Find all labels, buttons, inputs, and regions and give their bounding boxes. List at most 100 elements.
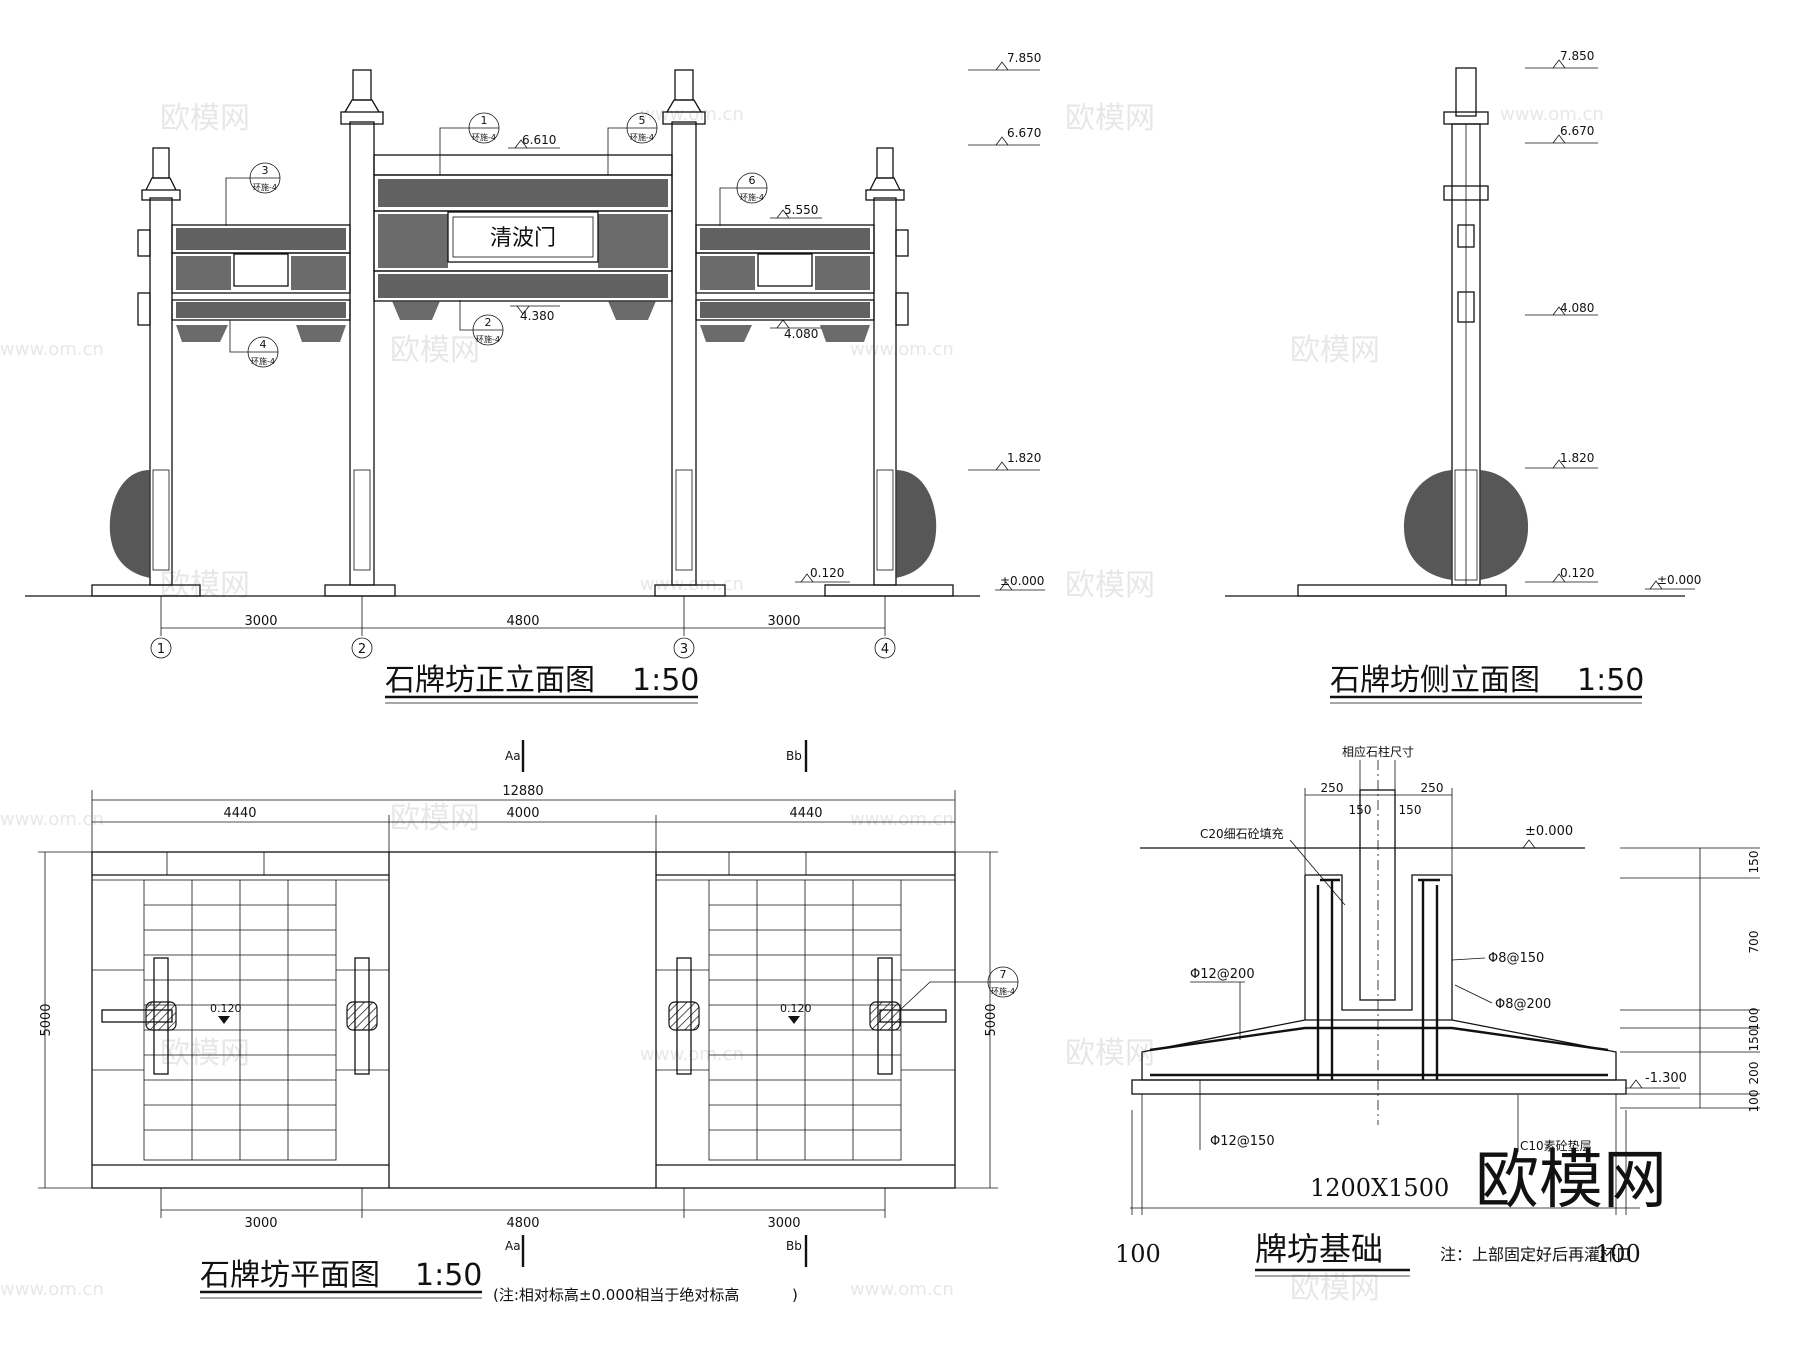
column-4	[865, 147, 909, 586]
svg-text:7.850: 7.850	[1007, 51, 1041, 65]
foundation-right-dims: 150 700 100 150 200 100	[1620, 847, 1761, 1113]
span-dimension: 3000	[244, 1216, 277, 1231]
svg-text:4: 4	[260, 338, 267, 351]
svg-text:200: 200	[1747, 1062, 1761, 1085]
foundation-title: 牌坊基础 注：上部固定好后再灌杯口	[1255, 1230, 1632, 1277]
detail-callout: 3环施-4	[225, 162, 281, 226]
plan-outline	[91, 851, 956, 1189]
drawing-scale: 1:50	[1577, 663, 1644, 698]
level-marker: 6.670	[968, 126, 1041, 146]
svg-text:7: 7	[1000, 968, 1007, 981]
watermark-url: www.om.cn	[850, 1279, 954, 1300]
stone-column	[1359, 789, 1396, 1001]
fill-label: C20细石砼填充	[1200, 826, 1284, 841]
segment-dimension: 4000	[506, 806, 539, 821]
svg-text:6.670: 6.670	[1007, 126, 1041, 140]
plinth	[324, 584, 396, 597]
drawing-title: 石牌坊平面图	[200, 1258, 380, 1293]
column-section	[346, 1001, 378, 1031]
svg-text:100: 100	[1747, 1008, 1761, 1031]
watermark-brand: 欧模网	[390, 801, 480, 836]
depth-dimension: 5000	[39, 1003, 54, 1036]
dim-top: 150	[1399, 803, 1422, 817]
svg-text:5: 5	[639, 114, 646, 127]
drum-stone	[1480, 470, 1529, 580]
watermark-brand: 欧模网	[1290, 333, 1380, 368]
segment-dimension: 4440	[789, 806, 822, 821]
watermark-url: www.om.cn	[1500, 104, 1604, 125]
front-elevation: 清波门	[25, 51, 1045, 704]
front-title: 石牌坊正立面图 1:50	[385, 663, 699, 704]
svg-text:150: 150	[1747, 1029, 1761, 1052]
section-mark: Bb	[786, 1239, 802, 1253]
front-callouts: 1环施-4 2 环施-4 3环施-4 4环施-4 5 环施-4 6 环施-4	[225, 112, 768, 368]
svg-text:2: 2	[485, 316, 492, 329]
level-marker: 4.380	[510, 305, 560, 323]
column-size-label: 相应石柱尺寸	[1342, 744, 1414, 759]
svg-text:环施-4: 环施-4	[476, 334, 500, 344]
level-marker: -1.300	[1625, 1071, 1687, 1089]
level-marker: 6.670	[1525, 124, 1598, 144]
svg-text:6.670: 6.670	[1560, 124, 1594, 138]
side-dim: 100	[1115, 1240, 1161, 1268]
overall-dimension: 12880	[502, 784, 543, 799]
svg-text:0.120: 0.120	[810, 566, 844, 580]
segment-dimension: 4440	[223, 806, 256, 821]
column-2	[340, 69, 384, 586]
svg-text:环施-4: 环施-4	[472, 132, 496, 142]
span-dimension: 3000	[244, 614, 277, 629]
cushion-layer	[1131, 1079, 1627, 1095]
svg-text:6: 6	[749, 174, 756, 187]
level-marker: 1.820	[968, 451, 1041, 471]
span-dimension: 4800	[506, 614, 539, 629]
plinth	[91, 584, 201, 597]
front-elevation-levels: 7.850 6.670 6.610 5.550 4.380 4.080 1.82…	[508, 51, 1045, 591]
plan-note: (注:相对标高±0.000相当于绝对标高	[493, 1286, 739, 1304]
slab-top-rebar	[1149, 1026, 1609, 1052]
level-marker: 0.120	[795, 566, 850, 583]
name-plaque	[447, 211, 599, 263]
column-section	[668, 1001, 700, 1031]
section-mark: Aa	[505, 1239, 521, 1253]
level-marker: 7.850	[968, 51, 1041, 71]
rebar-label: Φ12@150	[1210, 1134, 1275, 1149]
foundation-note: 注：上部固定好后再灌杯口	[1440, 1245, 1632, 1264]
cup-rebar	[1316, 878, 1440, 1080]
axis-bubble: 3	[673, 637, 695, 659]
level-marker: 0.120	[1525, 566, 1598, 583]
svg-text:±0.000: ±0.000	[1525, 824, 1573, 839]
level-marker: ±0.000	[995, 574, 1045, 591]
axis-bubble: 4	[874, 637, 896, 659]
svg-text:1.820: 1.820	[1560, 451, 1594, 465]
detail-callout: 2 环施-4	[459, 300, 504, 346]
plan-level: 0.120	[210, 1002, 242, 1015]
axis-bubble: 2	[351, 637, 373, 659]
detail-callout: 1环施-4	[439, 112, 500, 175]
foundation-section: 相应石柱尺寸 250 150 150 250 ±0.000 C20细石砼填充 Φ…	[1115, 744, 1761, 1277]
watermark-brand: 欧模网	[1065, 1036, 1155, 1071]
level-marker: 1.820	[1525, 451, 1598, 469]
paving-right	[656, 879, 955, 1161]
svg-text:±0.000: ±0.000	[1657, 573, 1701, 587]
watermark-brand: 欧模网	[390, 333, 480, 368]
detail-callout: 4环施-4	[229, 320, 279, 368]
central-bay: 清波门	[373, 154, 673, 320]
side-dim: 100	[1595, 1240, 1641, 1268]
dim-top: 250	[1421, 781, 1444, 795]
watermark-url: www.om.cn	[0, 339, 104, 360]
svg-text:100: 100	[1747, 1090, 1761, 1113]
watermark-brand: 欧模网	[1065, 101, 1155, 136]
name-plaque-text: 清波门	[490, 226, 556, 251]
watermark-url: www.om.cn	[0, 1279, 104, 1300]
drum-stone	[1403, 470, 1452, 580]
watermark-brand: 欧模网	[1065, 568, 1155, 603]
watermark-brand: 欧模网	[160, 101, 250, 136]
column-section	[869, 1001, 901, 1031]
span-dimension: 4800	[506, 1216, 539, 1231]
plan-level: 0.120	[780, 1002, 812, 1015]
svg-text:环施-4: 环施-4	[630, 132, 654, 142]
detail-callout: 5 环施-4	[607, 112, 658, 175]
side-elevation: 7.850 6.670 4.080 1.820 0.120 ±0.000 石牌坊…	[1225, 49, 1701, 704]
column-3	[662, 69, 706, 586]
section-mark: Bb	[786, 749, 802, 763]
